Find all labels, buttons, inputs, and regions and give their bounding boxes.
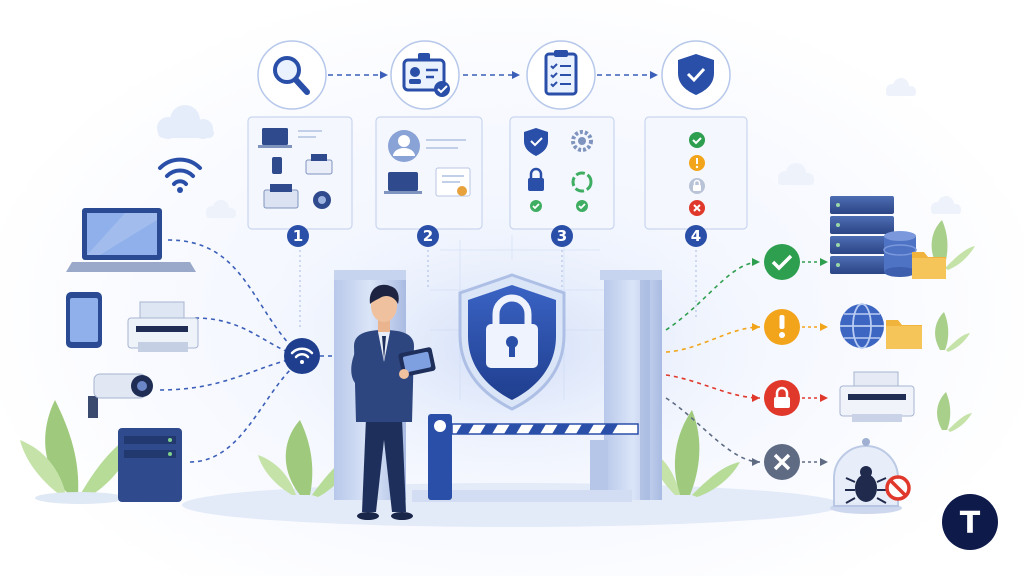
cloud-icon: [931, 196, 961, 214]
security-admin-figure: [351, 284, 436, 520]
device-inventory-icons: [258, 128, 333, 209]
security-camera-icon: [88, 373, 153, 418]
cloud-icon: [157, 105, 214, 139]
folder-icon: [912, 252, 946, 279]
quarantined-bug-icon: [830, 438, 911, 514]
smartphone-icon: [66, 292, 102, 348]
globe-icon: [840, 303, 884, 349]
laptop-icon: [66, 208, 196, 272]
brand-letter: T: [960, 506, 981, 541]
device-connectors: [159, 239, 293, 463]
plant-decor: [931, 220, 975, 432]
shield-check-icon: [678, 54, 714, 95]
x-circle-icon: [764, 444, 800, 480]
identity-verification-icons: [384, 130, 471, 197]
database-icon: [883, 231, 917, 277]
wifi-icon: [290, 347, 314, 364]
panel-links: [299, 245, 697, 330]
step-connectors: [328, 71, 658, 79]
step-number: 2: [423, 227, 433, 245]
printer-icon: [127, 301, 199, 352]
access-decision-icons: [689, 132, 705, 216]
id-badge-icon: [402, 53, 450, 97]
printer-icon: [839, 371, 915, 422]
clipboard-checklist-icon: [544, 50, 578, 96]
step-2: 2: [375, 40, 483, 247]
step-3: 3: [509, 40, 615, 247]
lock-circle-icon: [764, 380, 800, 416]
folder-icon: [886, 320, 922, 349]
step-4: 4: [644, 40, 748, 247]
outcome-arrows: [752, 258, 828, 466]
bug-icon: [845, 466, 887, 504]
step-number: 4: [691, 227, 701, 245]
step-number: 3: [557, 227, 567, 245]
shield-lock-icon: [458, 273, 566, 411]
exclamation-circle-icon: [764, 309, 800, 345]
brand-logo: T: [942, 494, 998, 550]
cloud-icon: [206, 200, 236, 218]
server-tower-icon: [118, 428, 182, 502]
step-number: 1: [293, 227, 303, 245]
cloud-icon: [778, 163, 814, 185]
server-stack-icon: [830, 196, 894, 274]
outcome-connectors: [665, 261, 761, 463]
gear-icon: [571, 130, 593, 152]
cloud-icon: [886, 78, 916, 96]
prohibited-icon: [885, 475, 911, 501]
wifi-icon: [158, 157, 202, 193]
step-1: 1: [247, 40, 353, 247]
barrier-arm: [428, 414, 639, 500]
check-circle-icon: [764, 244, 800, 280]
magnifier-icon: [273, 56, 310, 95]
policy-check-icons: [524, 128, 593, 212]
